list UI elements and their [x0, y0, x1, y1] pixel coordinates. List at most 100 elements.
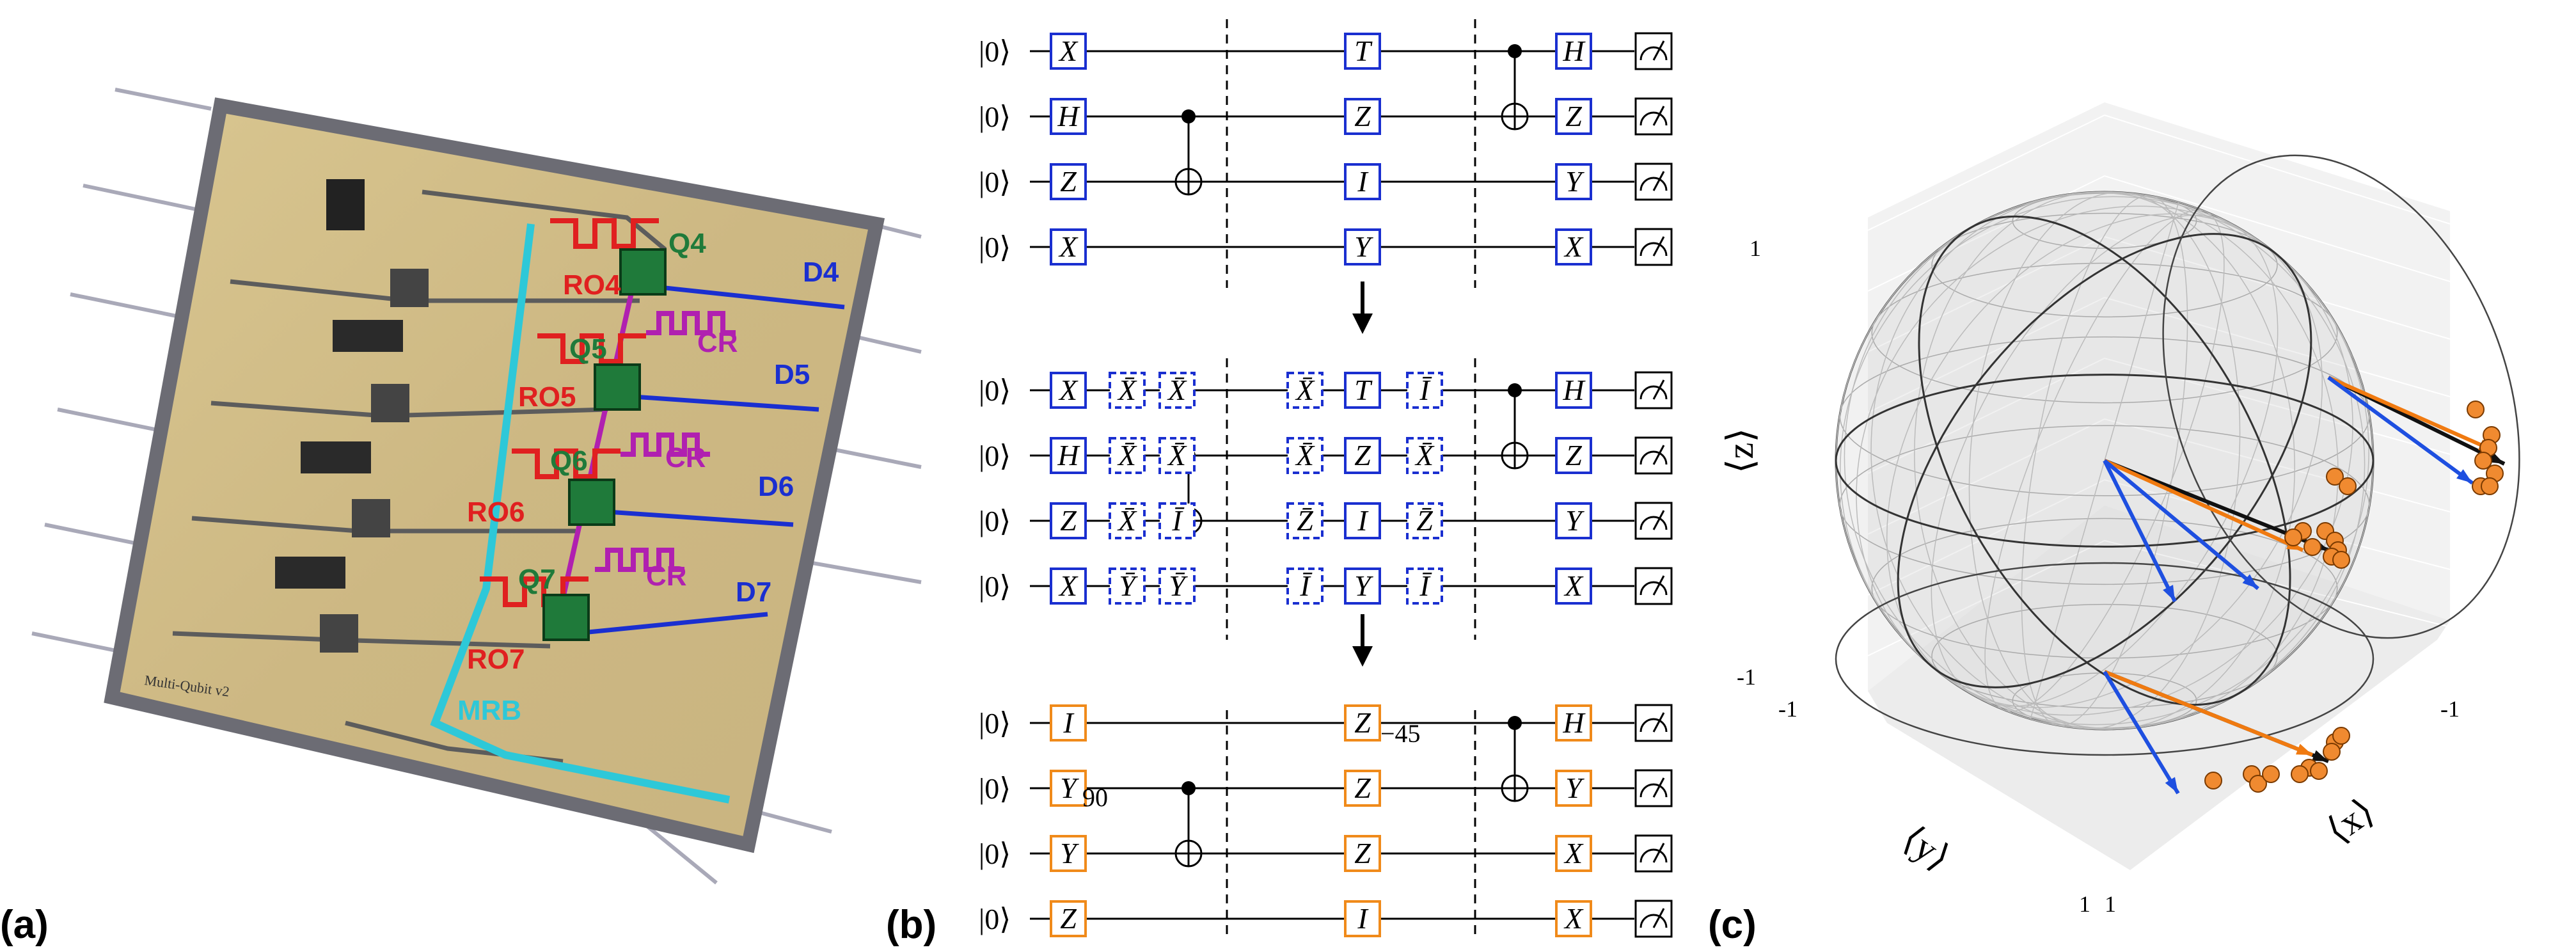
coupler-line	[554, 255, 642, 628]
meter-arc	[1640, 242, 1668, 257]
gate-label: Z	[1354, 439, 1371, 472]
drive-label-d5: D5	[774, 359, 810, 390]
measurement-point	[2249, 775, 2267, 793]
gate-box	[1555, 900, 1592, 937]
qubits	[542, 248, 667, 641]
x-tick-right: -1	[2440, 696, 2460, 722]
state-vector	[2103, 459, 2304, 552]
floor-pane	[1868, 505, 2450, 870]
gate-box	[1286, 437, 1324, 474]
gate-box	[1050, 704, 1087, 742]
measurement-point	[2339, 477, 2357, 495]
z-tick-top: 1	[1750, 235, 1761, 261]
ket-label: |0⟩	[979, 100, 1011, 133]
ket-label: |0⟩	[979, 837, 1011, 870]
gate-box	[1344, 228, 1381, 266]
gate-label: Z	[1060, 504, 1077, 537]
grid-line	[1867, 115, 2105, 231]
drive-lines	[575, 285, 845, 636]
measurement-icon	[1634, 163, 1673, 201]
gate-label: T	[1354, 374, 1373, 406]
measurement-icon	[1634, 97, 1673, 136]
longitude-line	[2021, 195, 2188, 726]
measurement-icon	[1634, 834, 1673, 873]
gate-label: H	[1562, 35, 1586, 67]
control-dot	[1181, 781, 1196, 795]
coupler-resonators	[595, 311, 736, 572]
readout-label-ro7: RO7	[467, 644, 525, 675]
gate-box	[1344, 33, 1381, 70]
gate-box	[1555, 567, 1592, 605]
meter-arc	[1640, 848, 1668, 863]
gate-label: X̄	[1117, 374, 1137, 406]
z-axis-label: ⟨z⟩	[1719, 428, 1761, 473]
qubit-label-q6: Q6	[550, 445, 588, 477]
gate-label: Ȳ	[1169, 569, 1188, 602]
readout-label-ro6: RO6	[467, 496, 525, 528]
gate-label: H	[1057, 439, 1080, 472]
vector-head	[2296, 743, 2312, 755]
meter-box	[1634, 163, 1673, 201]
gate-label: H	[1057, 100, 1080, 132]
grid-line	[2104, 175, 2451, 282]
gate-label: Ī	[1419, 569, 1432, 602]
panel-label-b: (b)	[886, 903, 937, 947]
gate-box	[1344, 770, 1381, 807]
latitude-line	[1871, 518, 2338, 659]
gate-box	[1555, 163, 1592, 200]
meter-box	[1634, 32, 1673, 70]
gate-box	[1109, 437, 1146, 474]
gate-box	[1406, 437, 1443, 474]
coupler-squares	[320, 269, 429, 653]
gate-box	[1555, 33, 1592, 70]
ket-label: |0⟩	[979, 903, 1011, 935]
measurement-point	[2332, 727, 2350, 745]
grid-line	[2104, 479, 2451, 570]
ket-label: |0⟩	[979, 570, 1011, 603]
y-tick-left: -1	[1778, 696, 1798, 722]
meter-needle	[1652, 712, 1665, 733]
gate-box	[1158, 567, 1196, 605]
meter-needle	[1652, 575, 1665, 596]
longitude-line	[1968, 192, 2241, 729]
measurement-icon	[1634, 371, 1673, 409]
meter-needle	[1652, 236, 1665, 257]
meter-needle	[1652, 445, 1665, 465]
qubit-label-q7: Q7	[518, 564, 556, 595]
gate-box	[1344, 567, 1381, 605]
gate-box	[1286, 502, 1324, 539]
x-tick-left: 1	[2105, 891, 2116, 917]
measurement-point	[2284, 528, 2302, 546]
gate-label: I	[1357, 165, 1369, 198]
gate-label: Z̄	[1297, 504, 1313, 537]
gate-label: X	[1563, 569, 1584, 602]
meter-needle	[1652, 106, 1665, 126]
meter-arc	[1640, 581, 1668, 596]
ket-label: |0⟩	[979, 440, 1011, 472]
grid-line	[2104, 540, 2451, 628]
meter-box	[1634, 769, 1673, 807]
meter-box	[1634, 900, 1673, 938]
measurement-icon	[1634, 567, 1673, 605]
gate-label: Y	[1565, 165, 1584, 198]
gate-box	[1344, 502, 1381, 539]
gate-label: I	[1063, 706, 1075, 739]
meter-arc	[1640, 450, 1668, 465]
meter-box	[1634, 371, 1673, 409]
state-vector	[2327, 376, 2474, 485]
gate-box	[1050, 900, 1087, 937]
gate-label: Z	[1060, 165, 1077, 198]
longitude-line	[1870, 192, 2339, 729]
gate-label: Z̄	[1416, 504, 1433, 537]
gate-label: X̄	[1295, 374, 1315, 406]
gate-label: Ī	[1171, 504, 1185, 537]
gate-label: Z	[1354, 837, 1371, 869]
gate-label: Z	[1354, 706, 1371, 739]
readout-label-ro5: RO5	[518, 381, 576, 413]
ket-label: |0⟩	[979, 166, 1011, 198]
angle-label-z45: −45	[1380, 719, 1421, 748]
gate-box	[1406, 502, 1443, 539]
drive-label-d7: D7	[736, 576, 771, 608]
measurement-point	[2291, 765, 2309, 783]
gate-label: X̄	[1295, 439, 1315, 472]
